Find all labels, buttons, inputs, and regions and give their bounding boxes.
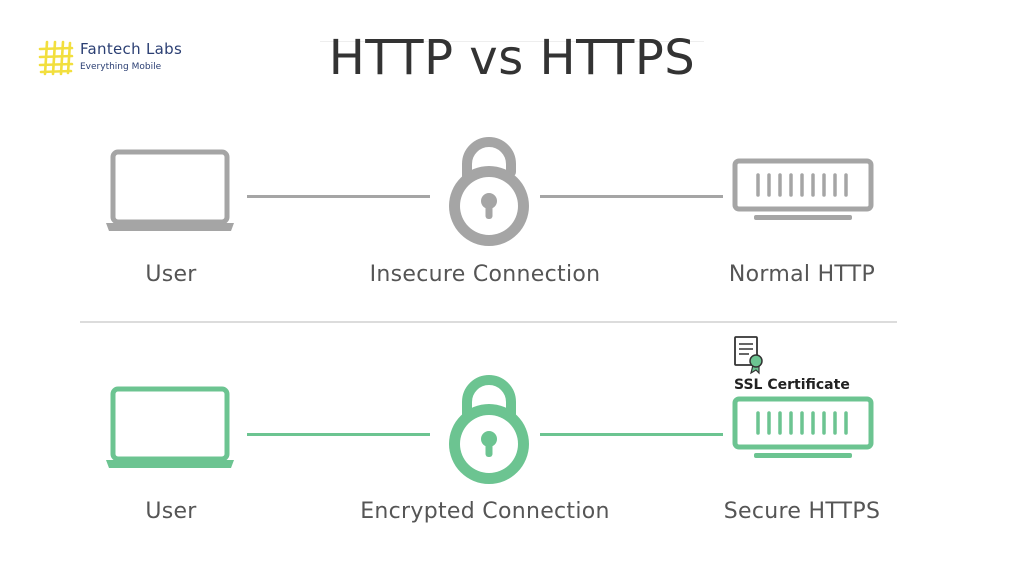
server-label: Secure HTTPS	[723, 499, 881, 524]
connection-line-right	[540, 195, 723, 198]
https-server-icon	[732, 396, 874, 458]
page-title: HTTP vs HTTPS	[328, 30, 696, 86]
title-rule	[320, 41, 704, 42]
user-laptop-icon	[106, 149, 234, 231]
connection-line-left	[247, 195, 430, 198]
user-label: User	[145, 499, 197, 524]
locked-padlock-icon	[449, 375, 529, 484]
connection-line-right	[540, 433, 723, 436]
logo-tagline: Everything Mobile	[80, 62, 162, 72]
logo-name: Fantech Labs	[80, 40, 183, 58]
unlocked-padlock-icon	[449, 137, 529, 246]
http-server-icon	[732, 158, 874, 220]
connection-label: Encrypted Connection	[360, 499, 610, 524]
row-divider	[80, 321, 897, 323]
user-laptop-icon	[106, 386, 234, 468]
connection-line-left	[247, 433, 430, 436]
ssl-certificate-label: SSL Certificate	[734, 377, 850, 393]
user-label: User	[145, 262, 197, 287]
server-label: Normal HTTP	[728, 262, 876, 287]
connection-label: Insecure Connection	[369, 262, 601, 287]
certificate-icon	[734, 336, 763, 375]
logo-mark-icon	[38, 40, 74, 76]
